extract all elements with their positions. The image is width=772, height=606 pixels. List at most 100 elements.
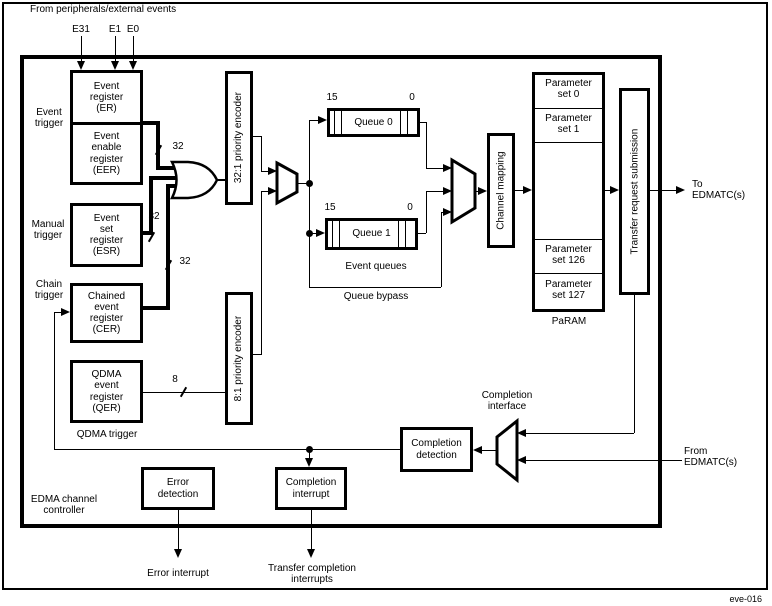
bus-er-v [156, 121, 160, 170]
from-edmatc-label: From EDMATC(s) [684, 446, 738, 469]
error-interrupt-label: Error interrupt [147, 568, 209, 579]
arrowhead [111, 61, 119, 70]
wire-eventmux-out [297, 183, 309, 184]
error-detection-label: Error detection [157, 477, 199, 500]
priority-encoder-8-label: 8:1 priority encoder [233, 315, 245, 402]
junction-dot [306, 180, 313, 187]
source-label: From peripherals/external events [30, 4, 177, 15]
to-edmatc-label: To EDMATC(s) [692, 179, 746, 202]
completion-detection-label: Completion detection [411, 438, 462, 461]
queue1-cell-line [405, 221, 406, 247]
bus-er-or [156, 166, 176, 170]
wire-param-to-trs [605, 190, 610, 191]
queue1-cell-line [332, 221, 333, 247]
queue0-lsb: 0 [409, 92, 415, 103]
queue1-lsb: 0 [407, 202, 413, 213]
wire-enc8-out-v [261, 191, 262, 355]
wire-compint-branch [309, 449, 310, 458]
channel-mapping-box: Channel mapping [487, 133, 515, 248]
arrowhead [77, 61, 85, 70]
wire-compmux-out [482, 450, 497, 451]
wire-orgate-to-enc32 [215, 179, 225, 181]
error-detection-box: Error detection [141, 467, 215, 510]
qer-register-label: QDMA event register (QER) [89, 369, 124, 414]
queue0-msb: 15 [326, 92, 338, 103]
arrowhead [174, 549, 182, 558]
bus-esr-v [149, 176, 153, 235]
arrowhead [517, 429, 526, 437]
bus-width-esr: 32 [148, 211, 160, 222]
wire-enc32-out-v [261, 136, 262, 172]
wire-q0-out-v [426, 122, 427, 168]
wire-q0-out-h1 [420, 122, 426, 123]
wire-bypass-in [441, 212, 443, 213]
param-divider [535, 142, 602, 143]
arrowhead [443, 208, 452, 216]
wire-enc32-out-h2 [261, 171, 268, 172]
arrowhead [305, 458, 313, 467]
queue0-cell-line [407, 111, 408, 134]
event-input-e31: E31 [72, 24, 90, 35]
completion-interrupt-label: Completion interrupt [285, 477, 337, 500]
wire-q1-out-h1 [418, 233, 426, 234]
wire-bypass-h [309, 287, 441, 288]
eer-register-label: Event enable register (EER) [89, 131, 124, 176]
arrowhead [61, 308, 70, 316]
arrowhead [318, 116, 327, 124]
event-trigger-label: Event trigger [34, 107, 64, 130]
wire-q1-out-v [426, 191, 427, 233]
wire-queuemux-out [475, 191, 478, 192]
edma-controller-label: EDMA channel controller [30, 494, 98, 517]
esr-register-box: Event set register (ESR) [70, 203, 143, 267]
queue0-label: Queue 0 [354, 116, 393, 128]
priority-encoder-8-box: 8:1 priority encoder [225, 292, 253, 425]
param-set127-cell: Parameter set 127 [545, 279, 592, 302]
arrowhead [478, 187, 487, 195]
cer-register-box: Chained event register (CER) [70, 283, 143, 343]
edma-controller-frame [20, 55, 662, 528]
manual-trigger-label: Manual trigger [31, 219, 65, 242]
wire-bypass-v [441, 212, 442, 287]
priority-encoder-32-label: 32:1 priority encoder [233, 92, 245, 184]
bus-er-h [143, 121, 160, 125]
arrowhead [268, 187, 277, 195]
queue1-label: Queue 1 [352, 228, 391, 240]
event-input-e1: E1 [108, 24, 122, 35]
completion-detection-box: Completion detection [400, 427, 473, 472]
arrowhead [676, 186, 685, 194]
wire-compdet-left [54, 449, 400, 450]
wire-enc32-out-h1 [253, 136, 262, 137]
event-queues-label: Event queues [345, 261, 407, 272]
wire-cm-to-param [515, 190, 523, 191]
bus-width-er: 32 [172, 141, 184, 152]
arrowhead [307, 549, 315, 558]
queue0-box: Queue 0 [327, 108, 420, 137]
arrowhead [316, 229, 325, 237]
arrowhead [129, 61, 137, 70]
wire-enc8-out-h2 [261, 191, 268, 192]
bus-cer-v [166, 184, 170, 310]
bus-esr-h [143, 231, 153, 235]
wire-q1-out-h2 [426, 191, 443, 192]
wire-compmux-in-top [526, 433, 634, 434]
wire-chain-feedback-h [54, 312, 62, 313]
wire-errdet-out [178, 510, 179, 549]
param-divider [535, 108, 602, 109]
param-divider [535, 273, 602, 274]
wire-trs-out [650, 190, 676, 191]
transfer-request-box: Transfer request submission [619, 88, 650, 295]
wire-e0 [133, 36, 134, 61]
bus-esr-or [149, 176, 176, 180]
param-label: PaRAM [551, 316, 587, 327]
arrowhead [473, 446, 482, 454]
esr-register-label: Event set register (ESR) [89, 212, 124, 258]
queue1-msb: 15 [324, 202, 336, 213]
er-register-box: Event register (ER) [70, 70, 143, 125]
wire-compint-out [311, 510, 312, 549]
param-set126-cell: Parameter set 126 [545, 244, 592, 267]
wire-trs-down [634, 295, 635, 433]
eer-register-box: Event enable register (EER) [70, 122, 143, 185]
queue0-cell-line [334, 111, 335, 134]
wire-chain-feedback-v [54, 312, 55, 449]
